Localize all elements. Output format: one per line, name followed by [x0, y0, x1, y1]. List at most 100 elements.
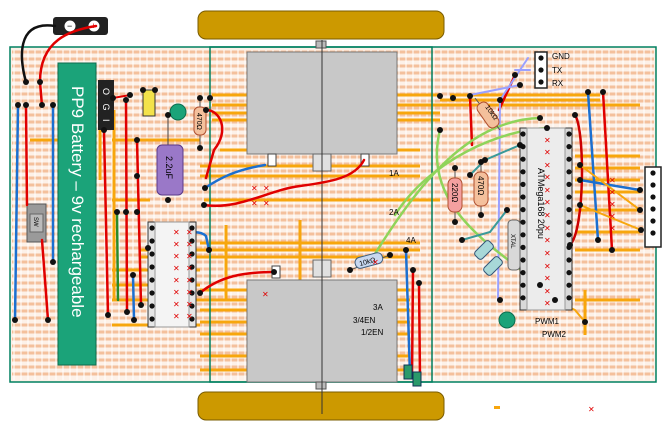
atmega-pin — [566, 244, 572, 250]
solder-point — [600, 89, 606, 95]
label-pwm2: PWM2 — [542, 330, 567, 339]
atmega-pin — [520, 156, 526, 162]
track-cut: ✕ — [609, 224, 616, 233]
solder-point — [50, 102, 56, 108]
solder-point — [197, 145, 203, 151]
solder-point — [497, 297, 503, 303]
atmega-pin — [520, 194, 526, 200]
atmega-pin — [520, 144, 526, 150]
track-cut: ✕ — [609, 212, 616, 221]
atmega-pin — [566, 270, 572, 276]
atmega-label: ATMega168 20pu — [536, 168, 546, 239]
resistor-220: 220Ω — [447, 168, 463, 222]
solder-point — [12, 317, 18, 323]
solder-point — [577, 202, 583, 208]
solder-point — [497, 97, 503, 103]
header-pin — [650, 206, 656, 212]
solder-point — [197, 95, 203, 101]
driver-pin — [189, 251, 195, 257]
serial-gnd-label: GND — [552, 52, 570, 61]
battery: PP9 Battery – 9v rechargeable — [57, 62, 97, 366]
driver-pin — [149, 316, 155, 322]
voltage-regulator: O G I — [98, 80, 114, 130]
power-switch: SW — [26, 203, 47, 243]
driver-pin — [189, 238, 195, 244]
driver-pin — [149, 303, 155, 309]
bottom-wheel — [197, 391, 445, 421]
serial-tx-label: TX — [552, 66, 563, 75]
crystal-label: XTAL — [509, 234, 515, 249]
solder-point — [271, 269, 277, 275]
capacitor-small-green-2 — [498, 311, 516, 329]
solder-point — [577, 162, 583, 168]
solder-point — [127, 92, 133, 98]
track-cut: ✕ — [263, 184, 270, 193]
solder-point — [101, 127, 107, 133]
track-cut: ✕ — [544, 224, 551, 233]
label-pwm1: PWM1 — [535, 317, 560, 326]
label-1-2en: 1/2EN — [361, 328, 383, 337]
loose-cut-mark: ✕ — [588, 405, 595, 414]
capacitor-purple-label: 2.2uF — [164, 156, 174, 180]
solder-point — [15, 102, 21, 108]
track-cut: ✕ — [544, 299, 551, 308]
capacitor-small-green — [169, 103, 187, 121]
green-connector-2 — [412, 371, 422, 387]
track-cut: ✕ — [186, 276, 193, 285]
solder-point — [585, 89, 591, 95]
atmega-pin — [566, 144, 572, 150]
solder-point — [482, 157, 488, 163]
driver-pin — [149, 290, 155, 296]
track-cut: ✕ — [173, 252, 180, 261]
atmega-pin — [520, 270, 526, 276]
atmega-pin — [566, 169, 572, 175]
track-cut: ✕ — [173, 240, 180, 249]
solder-point — [478, 212, 484, 218]
solder-point — [202, 185, 208, 191]
track-cut: ✕ — [251, 199, 258, 208]
track-cut: ✕ — [186, 300, 193, 309]
track-cut: ✕ — [544, 249, 551, 258]
track-cut: ✕ — [263, 199, 270, 208]
atmega-pin — [566, 219, 572, 225]
atmega-pin — [566, 194, 572, 200]
label-3a: 3A — [373, 303, 383, 312]
atmega-pin — [566, 156, 572, 162]
track-cut: ✕ — [544, 173, 551, 182]
solder-point — [512, 72, 518, 78]
solder-point — [39, 102, 45, 108]
solder-point — [537, 282, 543, 288]
solder-point — [403, 247, 409, 253]
track-cut: ✕ — [251, 184, 258, 193]
track-cut: ✕ — [544, 287, 551, 296]
loose-link-yellow — [494, 406, 500, 409]
solder-point — [23, 79, 29, 85]
track-cut: ✕ — [186, 252, 193, 261]
solder-point — [134, 209, 140, 215]
atmega-pin — [520, 282, 526, 288]
atmega-pin — [566, 181, 572, 187]
solder-point — [131, 317, 137, 323]
label-2a: 2A — [389, 208, 399, 217]
atmega-pin — [520, 244, 526, 250]
diode-2 — [483, 256, 503, 276]
green-connector-1 — [403, 364, 413, 380]
regulator-pins: O G I — [101, 88, 111, 125]
solder-point — [50, 259, 56, 265]
track-cut: ✕ — [186, 228, 193, 237]
track-cut: ✕ — [173, 300, 180, 309]
track-cut: ✕ — [544, 186, 551, 195]
solder-point — [452, 165, 458, 171]
top-wheel — [197, 10, 445, 40]
track-cut: ✕ — [173, 288, 180, 297]
header-pin — [650, 194, 656, 200]
solder-point — [114, 209, 120, 215]
atmega-pin — [566, 257, 572, 263]
atmega-pin — [520, 207, 526, 213]
solder-point — [203, 107, 209, 113]
solder-point — [37, 79, 43, 85]
resistor-470-mid: 470Ω — [473, 162, 489, 215]
battery-minus-symbol: − — [67, 21, 72, 31]
solder-point — [105, 312, 111, 318]
solder-point — [467, 93, 473, 99]
